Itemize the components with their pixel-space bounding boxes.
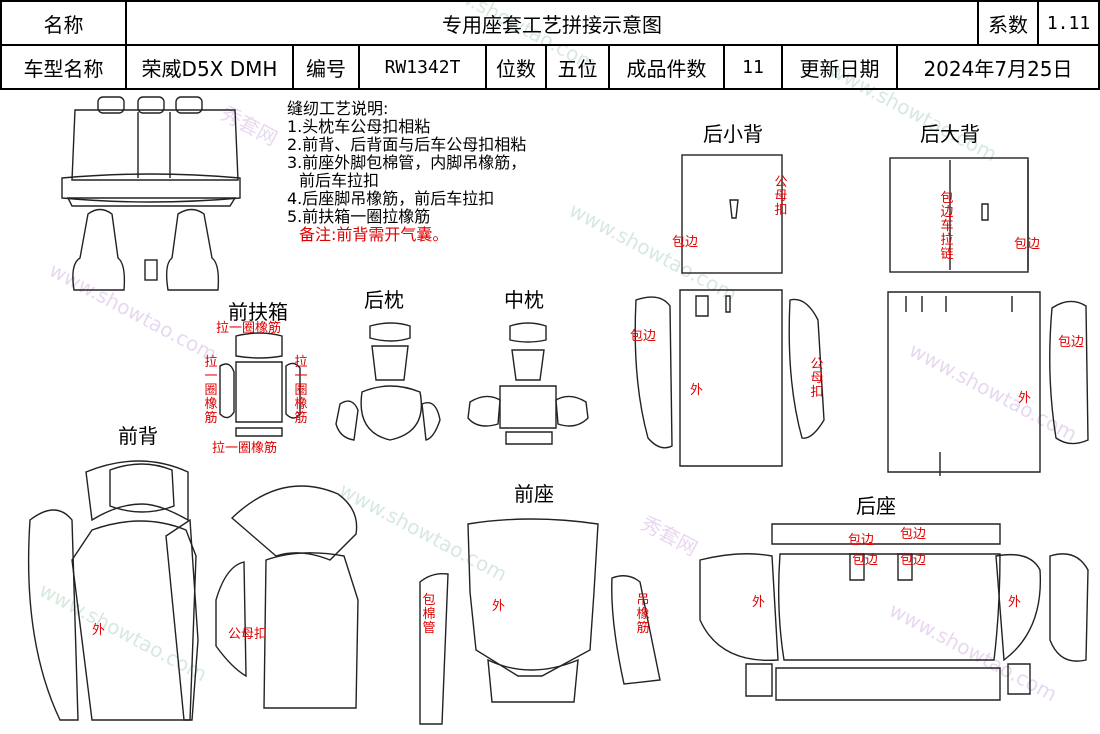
table-border [896,44,898,90]
date-value: 2024年7月25日 [923,56,1073,81]
section-label-front-armrest: 前扶箱 [228,300,288,324]
section-label-rear-seat: 后座 [856,494,896,518]
table-border [723,44,725,90]
table-border [977,0,979,45]
front-back-pieces [27,460,359,721]
table-border [0,0,2,90]
rear-small-back-pieces [634,154,825,467]
table-border [292,44,294,90]
table-border [125,0,127,90]
coef-value: 1.11 [1046,12,1091,34]
annotation-hang-rubber: 吊橡筋 [636,593,650,636]
model-value: 荣威D5X DMH [141,56,278,81]
annotation-outer: 外 [1008,595,1022,610]
notes-remark: 备注:前背需开气囊。 [299,225,449,244]
seat-overview-illustration [61,96,241,291]
notes-item: 5.前扶箱一圈拉橡筋 [287,207,431,226]
page-title: 专用座套工艺拼接示意图 [442,12,662,37]
annotation-edge-zip: 包边车拉链 [940,191,954,262]
rear-headrest-pieces [335,322,441,441]
seats-value: 五位 [557,56,598,81]
section-label-rear-headrest: 后枕 [364,288,404,312]
section-label-front-back: 前背 [118,424,158,448]
notes-item: 3.前座外脚包棉管，内脚吊橡筋， [287,153,527,172]
sewing-notes: 缝纫工艺说明: 1.头枕车公母扣相粘 2.前背、后背面与后车公母扣相粘 3.前座… [287,100,526,244]
annotation-rubber-ring: 拉一圈橡筋 [212,441,278,456]
annotation-rubber-ring-vertical: 拉一圈橡筋 [204,355,218,426]
annotation-rubber-ring: 拉一圈橡筋 [216,321,282,336]
notes-item: 4.后座脚吊橡筋，前后车拉扣 [287,189,495,208]
notes-item: 1.头枕车公母扣相粘 [287,117,431,136]
annotation-edge: 包边 [900,527,927,542]
front-armrest-pieces [219,332,301,437]
notes-heading: 缝纫工艺说明: [287,99,389,118]
table-border [0,88,1100,90]
annotation-snap: 公母扣 [774,175,788,218]
annotation-outer: 外 [690,383,704,398]
annotation-cotton-tube: 包棉管 [422,593,436,636]
annotation-outer: 外 [752,595,766,610]
annotation-outer: 外 [92,623,106,638]
annotation-snap: 公母扣 [228,627,268,642]
table-border [485,44,487,90]
front-seat-pieces [419,518,661,725]
annotation-snap: 公母扣 [810,357,824,400]
date-label: 更新日期 [799,56,880,81]
seats-label: 位数 [496,56,536,81]
table-border [1098,0,1100,90]
section-label-middle-headrest: 中枕 [504,288,544,312]
annotation-edge: 包边 [852,553,879,568]
section-label-rear-big-back: 后大背 [920,122,980,146]
table-border [781,44,783,90]
table-border [358,44,360,90]
table-border [608,44,610,90]
annotation-rubber-ring-vertical: 拉一圈橡筋 [294,355,308,426]
table-border [0,44,1100,46]
middle-headrest-pieces [467,322,589,445]
annotation-edge: 包边 [1058,335,1085,350]
section-label-rear-small-back: 后小背 [703,122,763,146]
annotation-edge: 包边 [672,235,699,250]
table-border [1037,0,1039,45]
table-border [0,0,1100,2]
model-label: 车型名称 [23,56,104,81]
code-value: RW1342T [384,56,461,78]
coef-label: 系数 [988,12,1028,37]
annotation-edge: 包边 [900,553,927,568]
annotation-edge: 包边 [630,329,657,344]
annotation-outer: 外 [1018,391,1032,406]
pieces-value: 11 [742,56,764,78]
notes-item: 前后车拉扣 [299,171,380,190]
pieces-label: 成品件数 [626,56,707,81]
rear-big-back-pieces [887,157,1089,476]
annotation-outer: 外 [492,599,506,614]
rear-seat-pieces [699,523,1089,701]
table-border [545,44,547,90]
notes-item: 2.前背、后背面与后车公母扣相粘 [287,135,527,154]
annotation-edge: 包边 [848,533,875,548]
code-label: 编号 [306,56,346,81]
name-label: 名称 [43,12,84,37]
header-table: 名称 专用座套工艺拼接示意图 系数 1.11 车型名称 荣威D5X DMH 编号… [0,0,1100,90]
annotation-edge: 包边 [1014,237,1041,252]
section-label-front-seat: 前座 [514,482,554,506]
